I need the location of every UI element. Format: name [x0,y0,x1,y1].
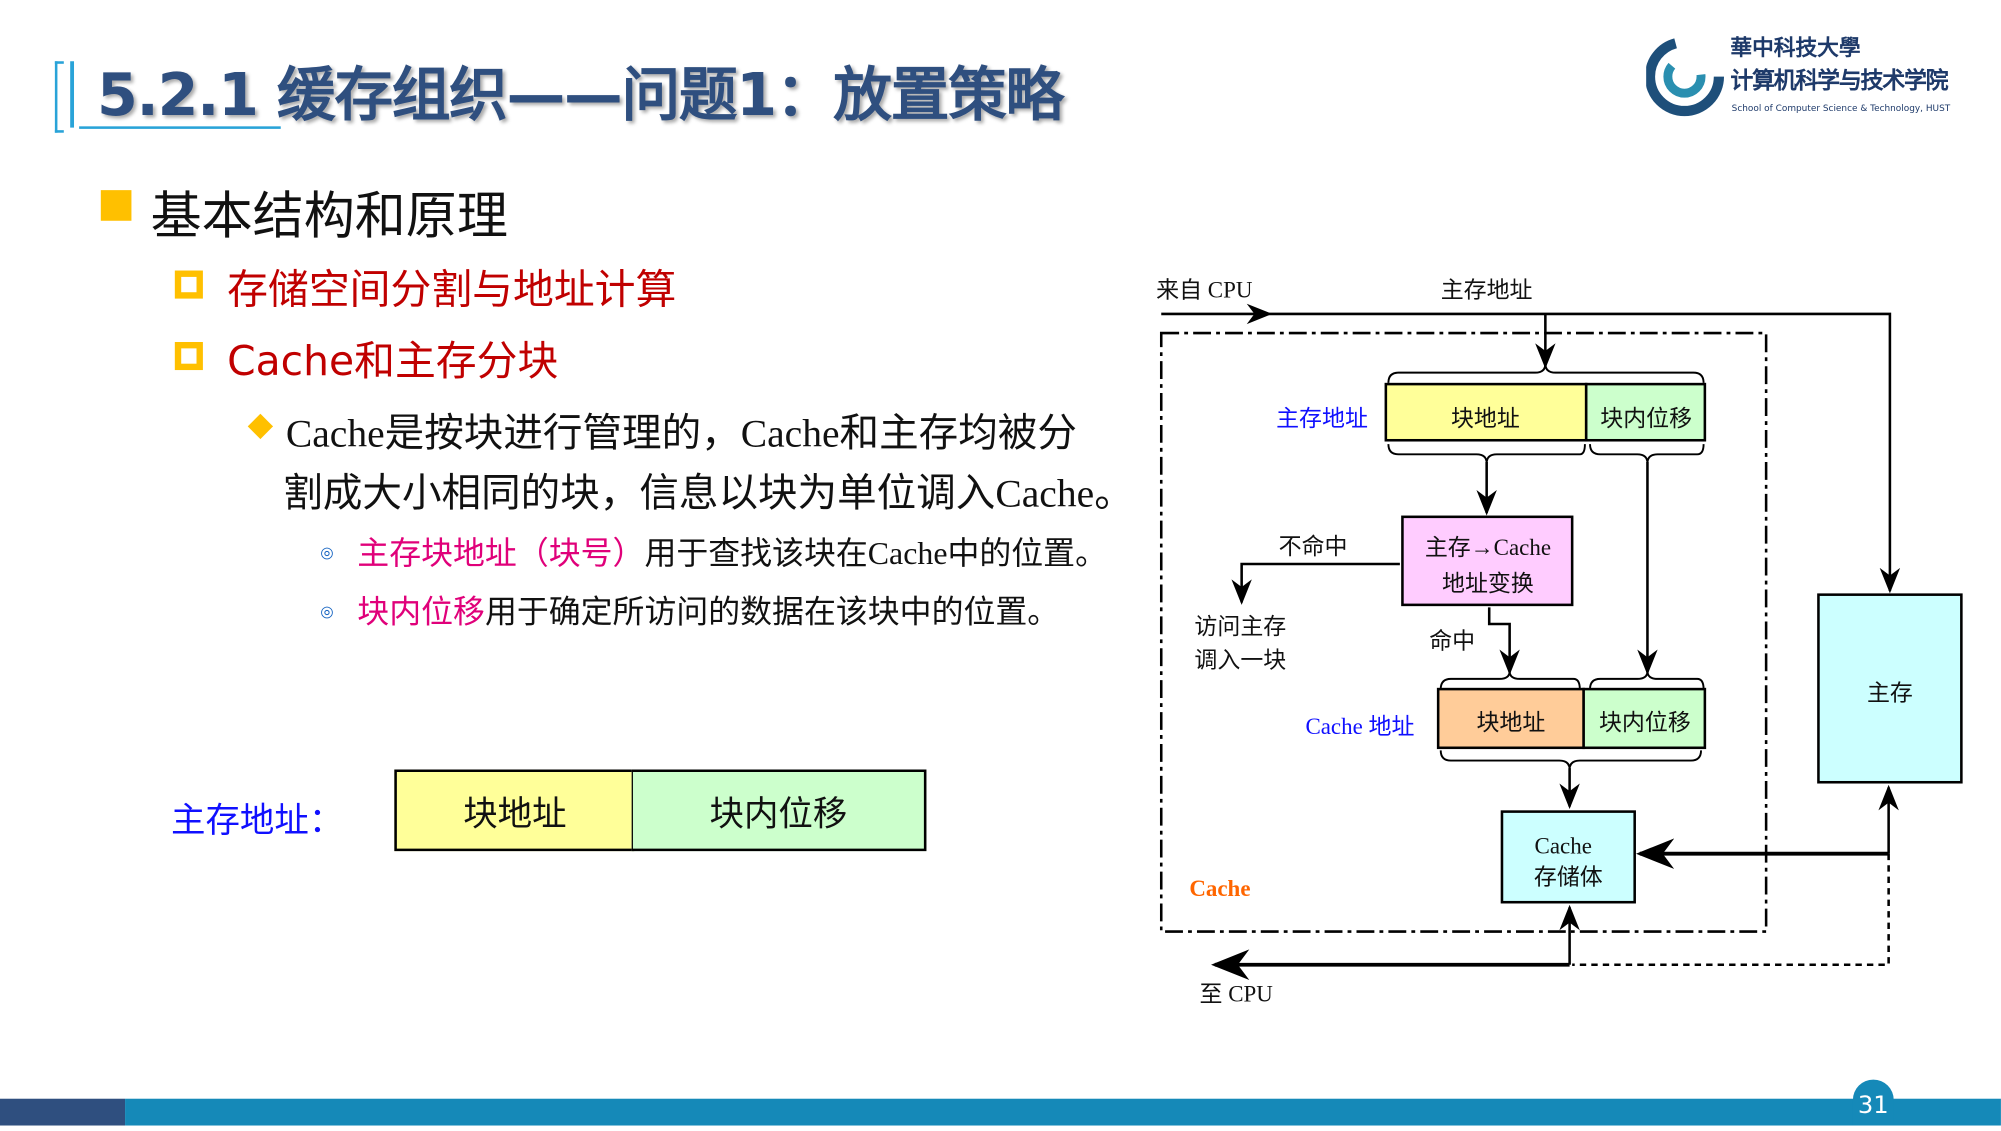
university-logo: 華中科技大學 计算机科学与技术学院 School of Computer Sci… [1644,35,1978,125]
main-block-text: 块地址 [1451,406,1520,431]
subheading-2: Cache和主存分块 [227,336,559,386]
miss-action-1: 访问主存 [1194,614,1286,639]
cache-address-label: Cache 地址 [1305,714,1414,739]
arrow-miss [1231,562,1400,605]
bullet-1-text: 用于查找该块在Cache中的位置。 [644,537,1107,572]
heading: 基本结构和原理 [150,187,508,247]
logo-cn-name: 華中科技大學 [1730,35,1861,62]
cache-boundary [1159,331,1768,933]
address-offset-field: 块内位移 [631,769,927,852]
bullet-2-text: 用于确定所访问的数据在该块中的位置。 [484,595,1060,631]
from-cpu-label: 来自 CPU [1156,277,1253,302]
brace-top [1387,363,1705,383]
arrow-to-main-memory [1269,312,1901,594]
paragraph-line-2: 割成大小相同的块，信息以块为单位调入Cache。 [283,470,1134,516]
logo-en: School of Computer Science & Technology,… [1731,103,1951,114]
bullet-hollow-square-icon [174,341,203,371]
brace-cache-block [1439,671,1581,690]
arrow-hit [1487,607,1520,676]
translate-box [1401,515,1574,607]
miss-action-2: 调入一块 [1194,647,1286,672]
bullet-1-highlight: 主存块地址（块号） [357,537,645,572]
cache-offset-text: 块内位移 [1599,710,1691,735]
bullet-1: 主存块地址（块号）用于查找该块在Cache中的位置。 [357,528,1107,574]
cache-block-text: 块地址 [1476,710,1545,735]
hit-label: 命中 [1429,628,1475,653]
bullet-2: 块内位移用于确定所访问的数据在该块中的位置。 [357,587,1059,633]
main-offset-text: 块内位移 [1600,406,1692,431]
title-decoration [70,61,75,128]
logo-college: 计算机科学与技术学院 [1730,67,1948,95]
main-offset-field [1584,382,1707,442]
bullet-circle-icon: ◎ [320,602,334,621]
bullet-square-icon [100,190,132,221]
title-underline [79,126,281,129]
cache-store-text-2: 存储体 [1534,864,1603,889]
dashed-bypass [1572,853,1890,967]
main-address-top-label: 主存地址 [1441,277,1533,302]
main-block-field [1384,382,1588,442]
translate-text-2: 地址变换 [1442,571,1534,596]
subheading-1: 存储空间分割与地址计算 [227,265,677,314]
miss-label: 不命中 [1279,534,1348,559]
footer-bar [125,1098,2001,1126]
main-memory-box [1817,593,1963,784]
bullet-circle-icon: ◎ [320,543,334,562]
cache-store-text-1: Cache [1535,834,1592,859]
translate-text-1: 主存→Cache [1425,535,1551,560]
slide-title: 5.2.1 缓存组织——问题1：放置策略 [96,59,1064,129]
cache-block-field [1436,687,1585,750]
footer-accent [0,1098,126,1126]
diamond-bullet-icon: ◆ [247,405,274,445]
brace-offset [1589,444,1705,464]
logo-swirl-icon [1644,37,1725,117]
brace-cache-address [1439,750,1702,770]
cache-store-box [1500,810,1636,904]
page-number: 31 [1852,1079,1894,1126]
brace-block [1387,444,1586,464]
main-memory-text: 主存 [1867,681,1913,706]
address-block-field: 块地址 [394,769,635,852]
cache-region-label: Cache [1189,876,1250,901]
title-decoration [54,61,64,133]
address-format-label: 主存地址： [170,801,344,841]
to-cpu-label: 至 CPU [1200,982,1274,1007]
bullet-hollow-square-icon [174,270,203,299]
cache-offset-field [1582,687,1707,750]
paragraph-line-1: Cache是按块进行管理的，Cache和主存均被分 [285,410,1077,456]
main-address-label: 主存地址 [1276,406,1368,431]
bullet-2-highlight: 块内位移 [357,595,485,631]
brace-cache-offset [1589,671,1705,690]
